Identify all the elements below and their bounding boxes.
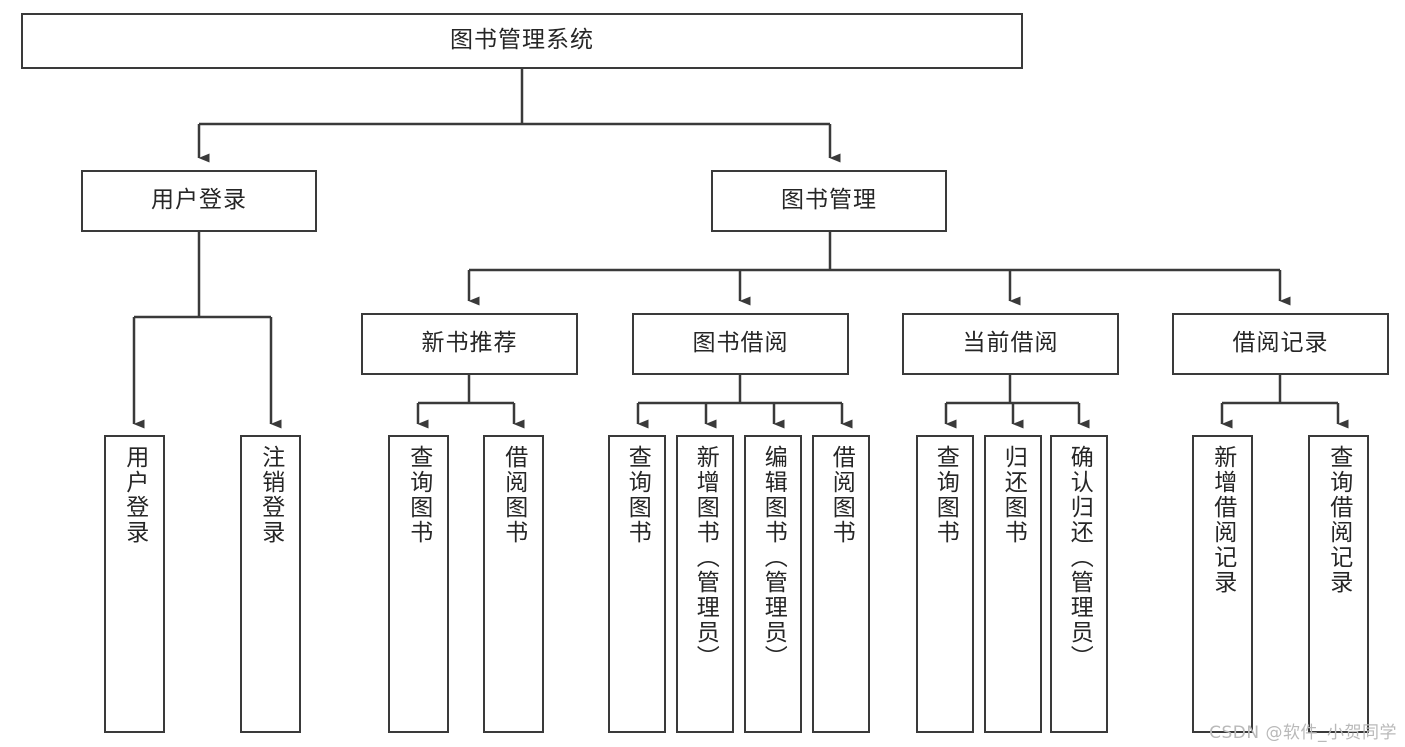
- leaf-user-login[interactable]: 用户登录: [104, 435, 165, 733]
- leaf-label: 新增图书（管理员）: [692, 445, 719, 670]
- leaf-label: 查询图书: [624, 445, 651, 545]
- node-root-system[interactable]: 图书管理系统: [21, 13, 1023, 69]
- leaf-label: 用户登录: [121, 445, 148, 545]
- leaf-edit-book-admin[interactable]: 编辑图书（管理员）: [744, 435, 802, 733]
- node-user-login[interactable]: 用户登录: [81, 170, 317, 232]
- leaf-label: 确认归还（管理员）: [1066, 445, 1093, 670]
- leaf-label: 编辑图书（管理员）: [760, 445, 787, 670]
- leaf-add-borrow-record[interactable]: 新增借阅记录: [1192, 435, 1253, 733]
- watermark-text: CSDN @软件_小贺同学: [1209, 723, 1397, 743]
- node-book-management[interactable]: 图书管理: [711, 170, 947, 232]
- node-current-borrow[interactable]: 当前借阅: [902, 313, 1119, 375]
- leaf-query-book-current[interactable]: 查询图书: [916, 435, 974, 733]
- node-borrow-record[interactable]: 借阅记录: [1172, 313, 1389, 375]
- leaf-query-book[interactable]: 查询图书: [608, 435, 666, 733]
- leaf-label: 借阅图书: [828, 445, 855, 545]
- leaf-return-book[interactable]: 归还图书: [984, 435, 1042, 733]
- leaf-query-book-recommend[interactable]: 查询图书: [388, 435, 449, 733]
- leaf-label: 查询图书: [932, 445, 959, 545]
- node-new-book-recommend[interactable]: 新书推荐: [361, 313, 578, 375]
- leaf-borrow-book-recommend[interactable]: 借阅图书: [483, 435, 544, 733]
- leaf-add-book-admin[interactable]: 新增图书（管理员）: [676, 435, 734, 733]
- node-book-borrow[interactable]: 图书借阅: [632, 313, 849, 375]
- leaf-label: 借阅图书: [500, 445, 527, 545]
- leaf-label: 新增借阅记录: [1209, 445, 1236, 595]
- leaf-query-borrow-record[interactable]: 查询借阅记录: [1308, 435, 1369, 733]
- leaf-confirm-return-admin[interactable]: 确认归还（管理员）: [1050, 435, 1108, 733]
- leaf-label: 查询借阅记录: [1325, 445, 1352, 595]
- leaf-label: 归还图书: [1000, 445, 1027, 545]
- leaf-logout-login[interactable]: 注销登录: [240, 435, 301, 733]
- leaf-borrow-book[interactable]: 借阅图书: [812, 435, 870, 733]
- leaf-label: 注销登录: [257, 445, 284, 545]
- leaf-label: 查询图书: [405, 445, 432, 545]
